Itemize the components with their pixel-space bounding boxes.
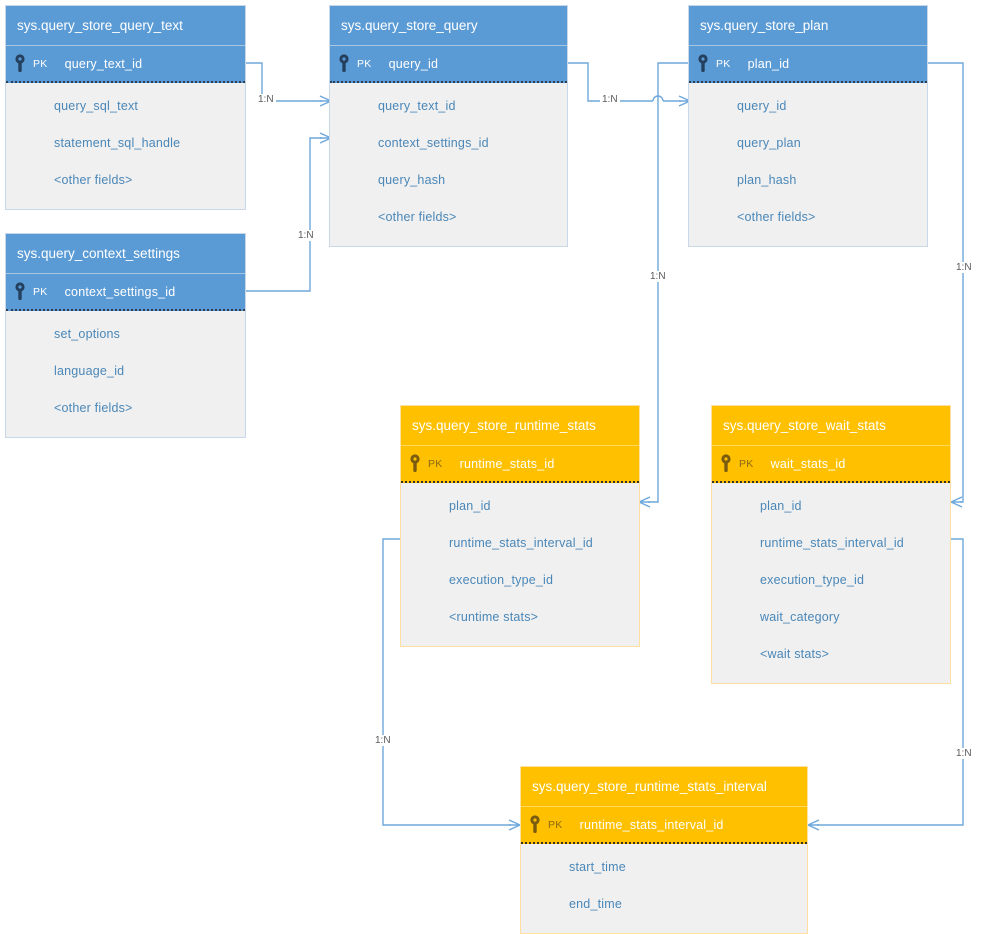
entity-pk-row[interactable]: PK wait_stats_id bbox=[712, 446, 950, 483]
entity-pk-row[interactable]: PK plan_id bbox=[689, 46, 927, 83]
field-row: query_id bbox=[737, 99, 787, 113]
relationship-query-to-plan bbox=[568, 62, 691, 107]
cardinality-label-interval-to-wait-stats: 1:N bbox=[954, 748, 974, 759]
key-icon bbox=[410, 454, 432, 473]
entity-fields: set_options language_id <other fields> bbox=[6, 311, 245, 437]
entity-pk-row[interactable]: PK runtime_stats_id bbox=[401, 446, 639, 483]
entity-header: sys.query_context_settings bbox=[6, 234, 245, 274]
pk-tag-label: PK bbox=[739, 457, 754, 470]
field-row: query_text_id bbox=[378, 99, 456, 113]
field-row: wait_category bbox=[760, 610, 840, 624]
cardinality-label-interval-to-runtime-stats: 1:N bbox=[373, 735, 393, 746]
pk-tag-label: PK bbox=[428, 457, 443, 470]
entity-query-store-query[interactable]: sys.query_store_query PK query_id query_… bbox=[329, 5, 568, 247]
field-row: <other fields> bbox=[378, 210, 457, 224]
entity-header: sys.query_store_plan bbox=[689, 6, 927, 46]
cardinality-label-plan-to-wait-stats: 1:N bbox=[954, 262, 974, 273]
pk-field-name: plan_id bbox=[747, 56, 790, 71]
entity-header: sys.query_store_runtime_stats_interval bbox=[521, 767, 807, 807]
field-row: execution_type_id bbox=[760, 573, 865, 587]
field-row: start_time bbox=[569, 860, 626, 874]
entity-query-store-query-text[interactable]: sys.query_store_query_text PK query_text… bbox=[5, 5, 246, 210]
entity-pk-row[interactable]: PK runtime_stats_interval_id bbox=[521, 807, 807, 844]
field-row: <other fields> bbox=[54, 173, 133, 187]
field-row: query_sql_text bbox=[54, 99, 139, 113]
relationship-context-to-query bbox=[246, 132, 332, 292]
field-row: end_time bbox=[569, 897, 623, 911]
field-row: runtime_stats_interval_id bbox=[449, 536, 593, 550]
cardinality-label-query-to-plan: 1:N bbox=[600, 94, 620, 105]
key-icon bbox=[15, 54, 37, 73]
field-row: statement_sql_handle bbox=[54, 136, 181, 150]
key-icon bbox=[698, 54, 720, 73]
entity-fields: query_id query_plan plan_hash <other fie… bbox=[689, 83, 927, 246]
entity-query-store-plan[interactable]: sys.query_store_plan PK plan_id query_id… bbox=[688, 5, 928, 247]
pk-tag-label: PK bbox=[548, 818, 563, 831]
field-row: language_id bbox=[54, 364, 125, 378]
pk-tag-label: PK bbox=[716, 57, 731, 70]
entity-pk-row[interactable]: PK query_text_id bbox=[6, 46, 245, 83]
field-row: query_hash bbox=[378, 173, 446, 187]
key-icon bbox=[530, 815, 552, 834]
entity-query-store-runtime-stats-interval[interactable]: sys.query_store_runtime_stats_interval P… bbox=[520, 766, 808, 934]
entity-fields: plan_id runtime_stats_interval_id execut… bbox=[401, 483, 639, 646]
field-row: query_plan bbox=[737, 136, 801, 150]
pk-tag-label: PK bbox=[33, 57, 48, 70]
entity-fields: plan_id runtime_stats_interval_id execut… bbox=[712, 483, 950, 683]
key-icon bbox=[15, 282, 37, 301]
entity-pk-row[interactable]: PK query_id bbox=[330, 46, 567, 83]
field-row: <wait stats> bbox=[760, 647, 830, 661]
entity-header: sys.query_store_wait_stats bbox=[712, 406, 950, 446]
entity-header: sys.query_store_query_text bbox=[6, 6, 245, 46]
entity-fields: start_time end_time bbox=[521, 844, 807, 933]
relationship-plan-to-runtime-stats bbox=[638, 62, 688, 508]
pk-field-name: query_text_id bbox=[64, 56, 143, 71]
field-row: <other fields> bbox=[737, 210, 816, 224]
entity-header: sys.query_store_query bbox=[330, 6, 567, 46]
pk-tag-label: PK bbox=[357, 57, 372, 70]
entity-pk-row[interactable]: PK context_settings_id bbox=[6, 274, 245, 311]
field-row: plan_id bbox=[760, 499, 802, 513]
entity-header: sys.query_store_runtime_stats bbox=[401, 406, 639, 446]
pk-field-name: context_settings_id bbox=[64, 284, 176, 299]
key-icon bbox=[339, 54, 361, 73]
field-row: <other fields> bbox=[54, 401, 133, 415]
pk-field-name: wait_stats_id bbox=[770, 456, 846, 471]
pk-field-name: runtime_stats_interval_id bbox=[579, 817, 724, 832]
key-icon bbox=[721, 454, 743, 473]
pk-tag-label: PK bbox=[33, 285, 48, 298]
field-row: plan_id bbox=[449, 499, 491, 513]
field-row: execution_type_id bbox=[449, 573, 554, 587]
cardinality-label-context-to-query: 1:N bbox=[296, 230, 316, 241]
field-row: context_settings_id bbox=[378, 136, 489, 150]
entity-query-context-settings[interactable]: sys.query_context_settings PK context_se… bbox=[5, 233, 246, 438]
cardinality-label-plan-to-runtime-stats: 1:N bbox=[648, 271, 668, 282]
entity-query-store-wait-stats[interactable]: sys.query_store_wait_stats PK wait_stats… bbox=[711, 405, 951, 684]
field-row: set_options bbox=[54, 327, 121, 341]
field-row: runtime_stats_interval_id bbox=[760, 536, 904, 550]
pk-field-name: runtime_stats_id bbox=[459, 456, 555, 471]
field-row: plan_hash bbox=[737, 173, 797, 187]
pk-field-name: query_id bbox=[388, 56, 439, 71]
entity-fields: query_text_id context_settings_id query_… bbox=[330, 83, 567, 246]
entity-query-store-runtime-stats[interactable]: sys.query_store_runtime_stats PK runtime… bbox=[400, 405, 640, 647]
cardinality-label-text-to-query: 1:N bbox=[256, 94, 276, 105]
field-row: <runtime stats> bbox=[449, 610, 539, 624]
entity-fields: query_sql_text statement_sql_handle <oth… bbox=[6, 83, 245, 209]
